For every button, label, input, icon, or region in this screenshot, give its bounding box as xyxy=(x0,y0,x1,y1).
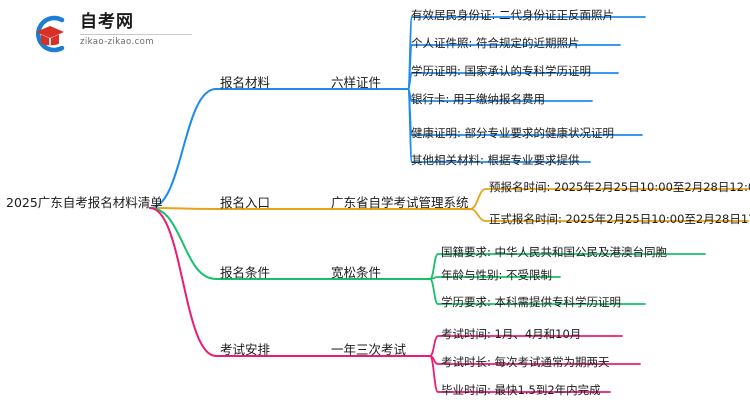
branch-2-child-node[interactable]: 广东省自学考试管理系统 xyxy=(331,195,469,210)
logo-title: 自考网 xyxy=(80,12,134,32)
site-logo: 自考网 zikao-zikao.com xyxy=(28,10,193,58)
leaf-node[interactable]: 其他相关材料: 根据专业要求提供 xyxy=(411,153,580,167)
logo-text-block: 自考网 zikao-zikao.com xyxy=(80,12,195,48)
leaf-node[interactable]: 考试时间: 1月、4月和10月 xyxy=(441,327,582,341)
leaf-node[interactable]: 预报名时间: 2025年2月25日10:00至2月28日12:00 xyxy=(489,180,750,194)
leaf-node[interactable]: 有效居民身份证: 二代身份证正反面照片 xyxy=(411,8,615,22)
branch-3-node[interactable]: 报名条件 xyxy=(220,265,271,280)
graduation-cap-icon xyxy=(36,15,65,53)
branch-1-child-node[interactable]: 六样证件 xyxy=(331,75,382,90)
leaf-node[interactable]: 学历证明: 国家承认的专科学历证明 xyxy=(411,64,592,78)
branch-2-node[interactable]: 报名入口 xyxy=(220,195,271,210)
leaf-node[interactable]: 学历要求: 本科需提供专科学历证明 xyxy=(441,295,622,309)
leaf-node[interactable]: 银行卡: 用于缴纳报名费用 xyxy=(411,92,546,106)
leaf-node[interactable]: 国籍要求: 中华人民共和国公民及港澳台同胞 xyxy=(441,245,668,259)
branch-1-node[interactable]: 报名材料 xyxy=(220,75,271,90)
leaf-node[interactable]: 毕业时间: 最快1.5到2年内完成 xyxy=(441,383,601,397)
leaf-node[interactable]: 年龄与性别: 不受限制 xyxy=(441,268,553,282)
logo-divider xyxy=(80,34,192,35)
branch-4-node[interactable]: 考试安排 xyxy=(220,342,271,357)
branch-4-child-node[interactable]: 一年三次考试 xyxy=(331,342,407,357)
leaf-node[interactable]: 个人证件照: 符合规定的近期照片 xyxy=(411,36,580,50)
mindmap-root-node[interactable]: 2025广东自考报名材料清单 xyxy=(6,195,163,210)
leaf-node[interactable]: 考试时长: 每次考试通常为期两天 xyxy=(441,355,610,369)
leaf-node[interactable]: 健康证明: 部分专业要求的健康状况证明 xyxy=(411,126,615,140)
logo-domain: zikao-zikao.com xyxy=(80,37,154,47)
leaf-node[interactable]: 正式报名时间: 2025年2月25日10:00至2月28日17:00 xyxy=(489,212,750,226)
branch-3-child-node[interactable]: 宽松条件 xyxy=(331,265,382,280)
